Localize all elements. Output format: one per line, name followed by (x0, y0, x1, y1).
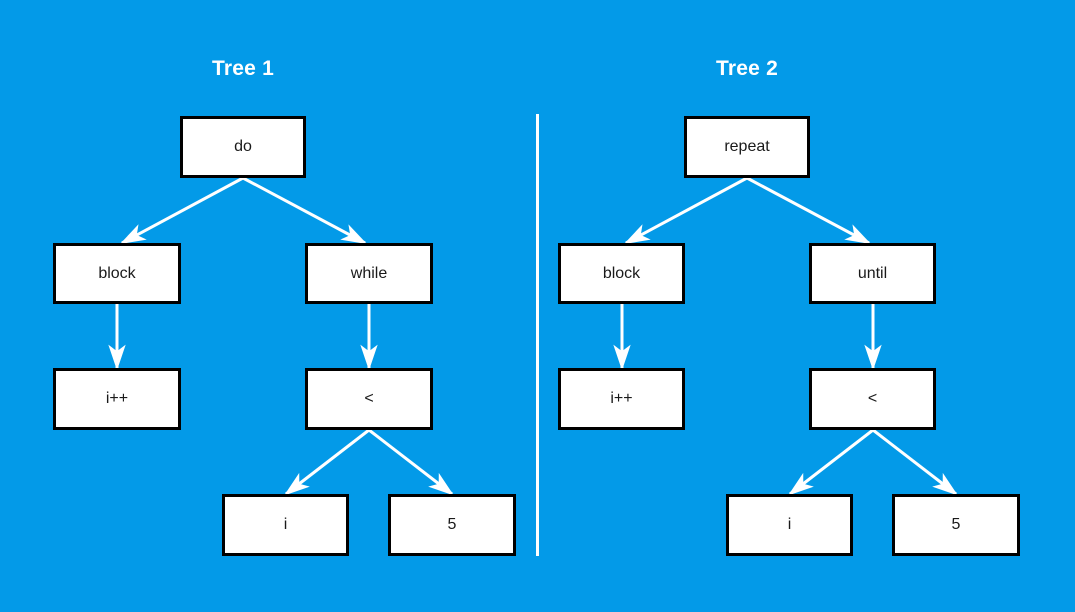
node-label: while (350, 264, 388, 282)
node-label: < (867, 390, 878, 407)
node-label: 5 (447, 516, 457, 533)
node-label: < (364, 390, 374, 407)
node-t2-five[interactable]: 5 (892, 494, 1020, 556)
edge-t1-less-to-t1-i (284, 428, 370, 496)
edge-t2-less-to-t2-i (788, 428, 874, 496)
node-label: i++ (105, 390, 129, 407)
node-label: repeat (724, 138, 770, 155)
tree-title-2: Tree 2 (716, 57, 778, 80)
node-label: do (234, 138, 252, 155)
node-t2-root[interactable]: repeat (684, 116, 810, 178)
edge-t2-root-to-t2-until (746, 176, 872, 245)
edge-t2-less-to-t2-five (872, 428, 958, 496)
node-t1-root[interactable]: do (180, 116, 306, 178)
node-t2-incr[interactable]: i++ (558, 368, 685, 430)
node-label: block (602, 264, 641, 282)
node-t2-less[interactable]: < (809, 368, 936, 430)
edge-t1-root-to-t1-block (119, 176, 244, 245)
node-label: i (283, 516, 288, 533)
node-label: i (787, 516, 792, 533)
node-t1-five[interactable]: 5 (388, 494, 516, 556)
node-t2-block[interactable]: block (558, 243, 685, 304)
edge-t2-root-to-t2-block (623, 176, 748, 245)
vertical-divider (536, 114, 539, 556)
node-label: 5 (951, 516, 961, 533)
node-label: block (98, 264, 136, 282)
node-t1-less[interactable]: < (305, 368, 433, 430)
node-t1-while[interactable]: while (305, 243, 433, 304)
edge-t1-root-to-t1-while (242, 176, 368, 245)
node-t1-incr[interactable]: i++ (53, 368, 181, 430)
node-label: i++ (610, 390, 633, 407)
edge-t1-less-to-t1-five (368, 428, 454, 496)
node-t1-i[interactable]: i (222, 494, 349, 556)
tree-title-1: Tree 1 (212, 57, 274, 80)
node-t2-i[interactable]: i (726, 494, 853, 556)
node-t2-until[interactable]: until (809, 243, 936, 304)
node-label: until (857, 264, 888, 282)
node-t1-block[interactable]: block (53, 243, 181, 304)
